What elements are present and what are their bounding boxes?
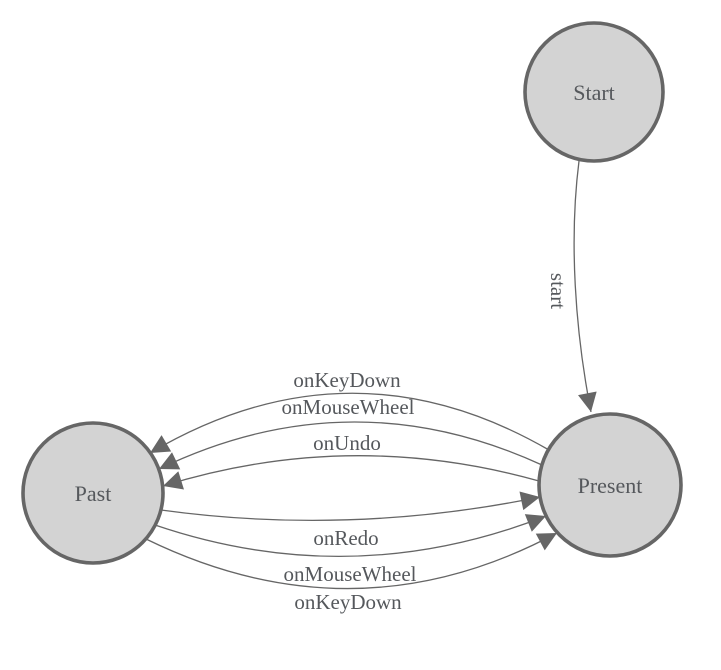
edge-present-to-past-onmousewheel xyxy=(158,421,543,470)
present-node-label: Present xyxy=(578,473,643,498)
past-node-circle xyxy=(21,421,165,565)
edge-label-onundo: onUndo xyxy=(313,431,381,455)
state-node-past: Past xyxy=(21,421,165,565)
edge-present-to-past-onkeydown xyxy=(149,392,550,454)
edge-label-onmousewheel-upper: onMouseWheel xyxy=(282,395,415,419)
edge-label-onkeydown-upper: onKeyDown xyxy=(293,368,401,392)
start-node-circle xyxy=(523,21,665,163)
state-node-start: Start xyxy=(523,21,665,163)
edge-start-to-present xyxy=(573,160,597,413)
edge-present-to-past-onundo xyxy=(162,455,540,490)
edge-label-onredo: onRedo xyxy=(313,526,378,550)
edge-label-onkeydown-lower: onKeyDown xyxy=(294,590,402,614)
past-node-label: Past xyxy=(75,481,112,506)
start-node-label: Start xyxy=(573,80,615,105)
edge-label-start: start xyxy=(546,273,570,309)
state-node-present: Present xyxy=(537,412,683,558)
present-node-circle xyxy=(537,412,683,558)
edge-past-to-present-onkeydown xyxy=(145,532,558,590)
edge-past-to-present-onmousewheel xyxy=(154,514,547,558)
edge-past-to-present-onredo xyxy=(160,491,541,522)
edge-label-onmousewheel-lower: onMouseWheel xyxy=(284,562,417,586)
